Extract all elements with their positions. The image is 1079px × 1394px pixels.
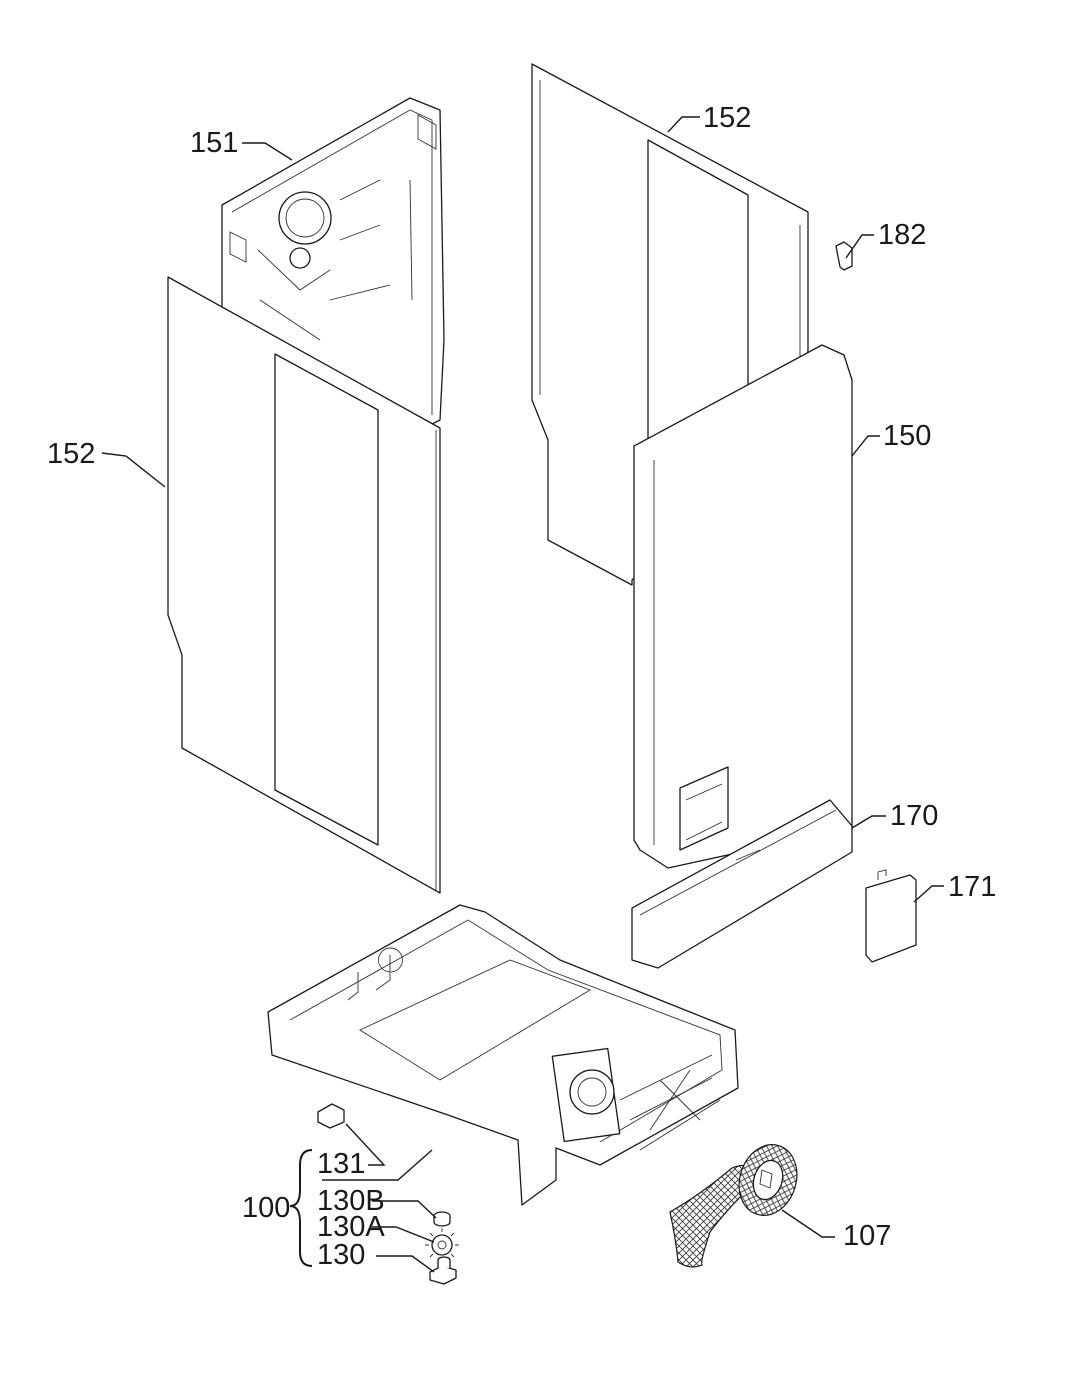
- callout-labels: 151 152 182 152 150 170 171 131 100 130B…: [47, 102, 996, 1271]
- part-150-front-panel: [633, 344, 853, 869]
- leader-130A: [372, 1226, 435, 1243]
- part-152-left-side-panel: [167, 276, 441, 894]
- callout-150: 150: [883, 420, 931, 452]
- callout-130A: 130A: [317, 1211, 385, 1243]
- callout-130B: 130B: [317, 1185, 385, 1217]
- leader-131-b: [322, 1149, 433, 1181]
- callout-131: 131: [317, 1148, 365, 1180]
- part-170-kick-plate: [631, 799, 853, 969]
- leader-182: [845, 234, 874, 259]
- leader-170: [851, 815, 886, 829]
- callout-100: 100: [242, 1192, 290, 1224]
- part-130A-nut: [425, 1228, 459, 1262]
- callout-152-right: 152: [703, 102, 751, 134]
- callout-107: 107: [843, 1220, 891, 1252]
- part-131-latch: [317, 1103, 345, 1129]
- leader-131-a: [345, 1123, 386, 1166]
- group-brace-100: [289, 1149, 313, 1267]
- leader-130B: [372, 1200, 437, 1219]
- callout-130: 130: [317, 1239, 365, 1271]
- part-182-clip: [835, 241, 853, 271]
- callout-152-left: 152: [47, 438, 95, 470]
- leader-171: [913, 885, 944, 903]
- leader-130: [376, 1255, 435, 1273]
- part-171-cover: [865, 869, 917, 963]
- part-130B-foot-cap: [433, 1211, 451, 1227]
- callout-171: 171: [948, 871, 996, 903]
- leader-lines: [101, 116, 944, 1273]
- leader-150: [851, 435, 880, 457]
- callout-182: 182: [878, 219, 926, 251]
- part-130-foot: [429, 1256, 457, 1285]
- callout-170: 170: [890, 800, 938, 832]
- leader-107: [781, 1209, 835, 1238]
- part-100-base-tray: [267, 904, 739, 1206]
- callout-151: 151: [190, 127, 238, 159]
- leader-152-right: [667, 116, 700, 133]
- part-107-hose-filter: [669, 1144, 798, 1268]
- leader-151: [242, 142, 293, 161]
- leader-152-left: [101, 452, 166, 488]
